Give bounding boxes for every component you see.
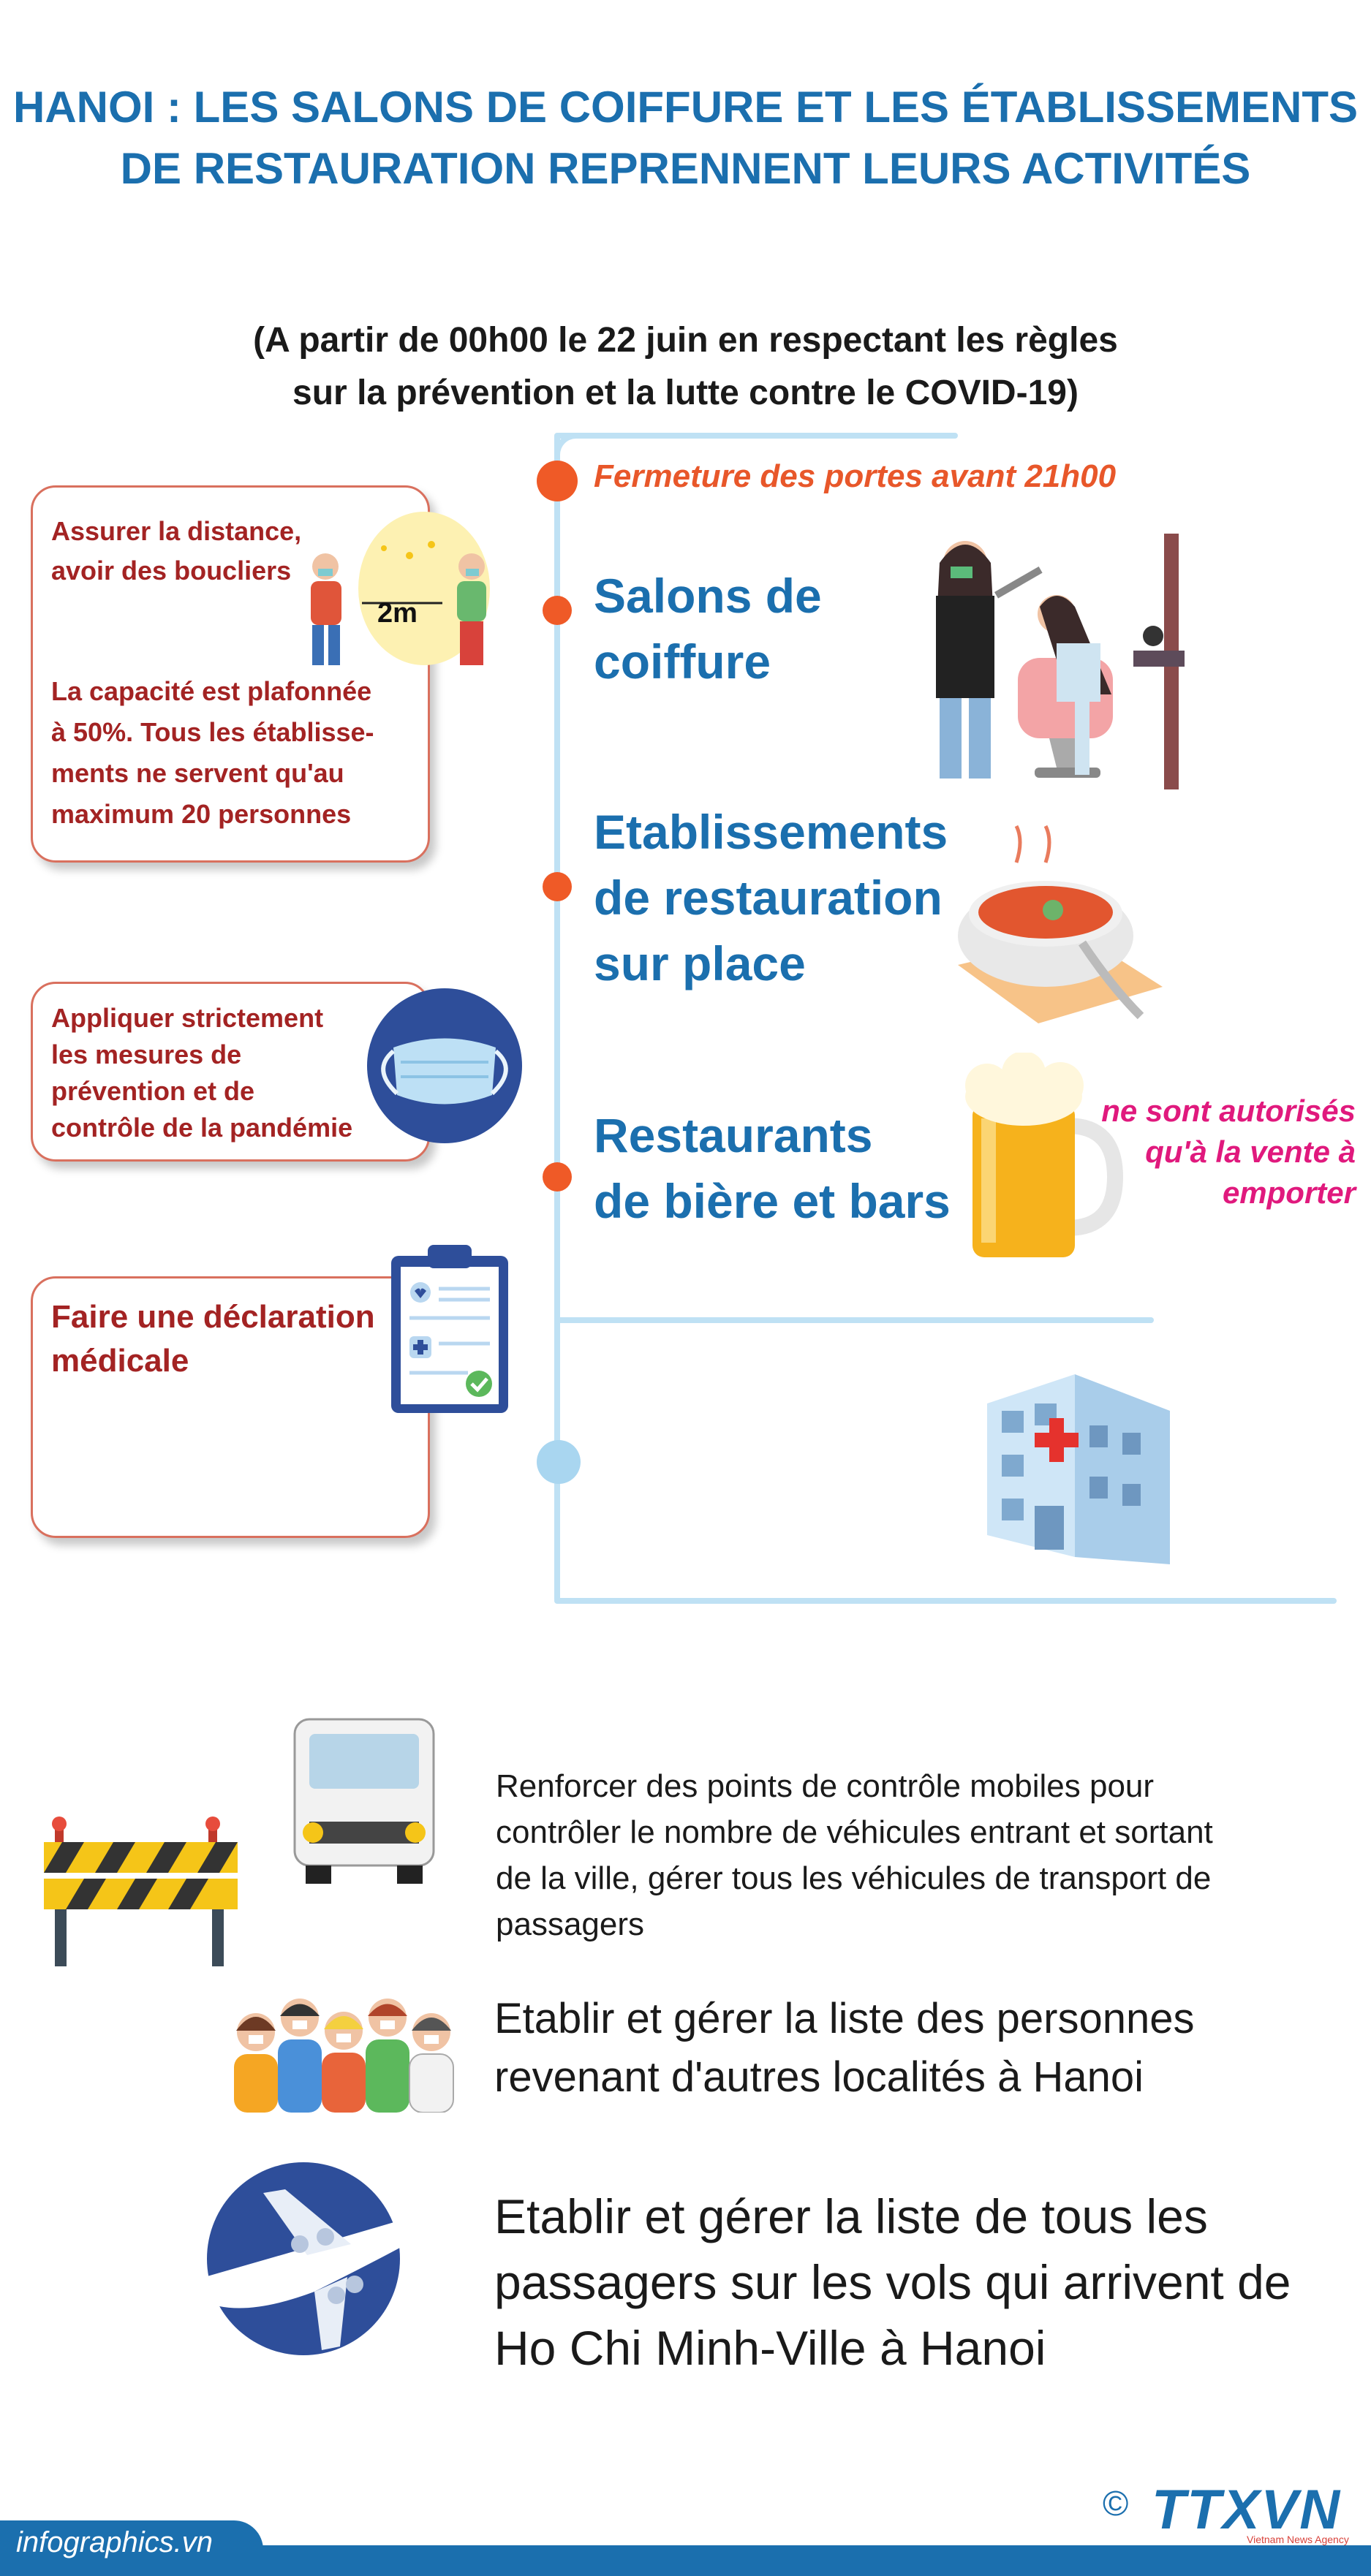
ttxvn-logo: TTXVN xyxy=(1152,2479,1342,2541)
flights-line-3: Ho Chi Minh-Ville à Hanoi xyxy=(494,2321,1046,2375)
checkpoint-line-1: Renforcer des points de contrôle mobiles… xyxy=(496,1768,1155,1804)
footer-site-link[interactable]: infographics.vn xyxy=(16,2526,214,2558)
returnees-line-1: Etablir et gérer la liste des personnes xyxy=(494,1995,1195,2042)
checkpoint-line-3: de la ville, gérer tous les véhicules de… xyxy=(496,1860,1212,1896)
checkpoint-van-icon xyxy=(293,1718,435,1884)
prevention-line-2: les mesures de xyxy=(51,1039,242,1069)
takeaway-line-2: qu'à la vente à xyxy=(1145,1134,1356,1169)
restaurant-label: Etablissements de restauration sur place xyxy=(594,799,948,996)
medical-declaration-card xyxy=(31,1276,430,1538)
bar-line-2: de bière et bars xyxy=(594,1174,951,1228)
declaration-rule-text: Faire une déclaration médicale xyxy=(51,1295,375,1383)
page-title: HANOI : LES SALONS DE COIFFURE ET LES ÉT… xyxy=(0,77,1371,200)
capacity-rule-text: La capacité est plafonnée à 50%. Tous le… xyxy=(51,671,374,835)
capacity-rule-card xyxy=(31,485,430,863)
hair-salon-label: Salons de coiffure xyxy=(594,563,822,694)
road-barrier-icon xyxy=(44,1817,238,1966)
checkpoint-line-2: contrôler le nombre de véhicules entrant… xyxy=(496,1814,1213,1850)
takeaway-line-3: emporter xyxy=(1222,1175,1356,1210)
hospital-icon xyxy=(987,1374,1170,1564)
clipboard-icon xyxy=(391,1245,508,1413)
airplane-icon xyxy=(204,2162,443,2355)
capacity-line-4: maximum 20 personnes xyxy=(51,799,352,829)
declaration-line-2: médicale xyxy=(51,1343,189,1379)
hair-line-1: Salons de xyxy=(594,569,822,623)
flights-line-2: passagers sur les vols qui arrivent de xyxy=(494,2255,1291,2309)
timeline-top-bar xyxy=(556,433,958,439)
title-line-2: DE RESTAURATION REPRENNENT LEURS ACTIVIT… xyxy=(120,144,1251,193)
face-mask-icon xyxy=(367,988,522,1143)
hairdresser-icon xyxy=(936,534,1185,789)
distance-rule-text: Assurer la distance, avoir des boucliers xyxy=(51,512,301,591)
returnees-measure-text: Etablir et gérer la liste des personnes … xyxy=(494,1990,1195,2107)
timeline-top-corner xyxy=(554,433,576,455)
prevention-line-4: contrôle de la pandémie xyxy=(51,1113,353,1143)
footer-tab xyxy=(0,2520,263,2576)
page-subtitle: (A partir de 00h00 le 22 juin en respect… xyxy=(0,314,1371,420)
prevention-rule-text: Appliquer strictement les mesures de pré… xyxy=(51,1000,352,1146)
checkpoint-measure-text: Renforcer des points de contrôle mobiles… xyxy=(496,1763,1213,1947)
people-group-icon xyxy=(234,1999,454,2113)
capacity-line-1: La capacité est plafonnée xyxy=(51,676,372,706)
agency-name: Vietnam News Agency xyxy=(1247,2534,1349,2545)
takeaway-line-1: ne sont autorisés xyxy=(1101,1094,1356,1128)
timeline-dot-restaurant xyxy=(543,872,572,901)
closing-time-label: Fermeture des portes avant 21h00 xyxy=(594,458,1117,494)
prevention-line-1: Appliquer strictement xyxy=(51,1003,324,1033)
timeline-dot-hair xyxy=(543,596,572,625)
timeline-vertical-line xyxy=(554,433,560,1602)
copyright-symbol: © xyxy=(1103,2485,1129,2523)
flights-measure-text: Etablir et gérer la liste de tous les pa… xyxy=(494,2183,1291,2381)
distance-line-2: avoir des boucliers xyxy=(51,556,292,586)
capacity-line-3: ments ne servent qu'au xyxy=(51,758,344,788)
takeaway-note: ne sont autorisés qu'à la vente à emport… xyxy=(1053,1091,1356,1213)
subtitle-line-2: sur la prévention et la lutte contre le … xyxy=(292,374,1079,412)
title-line-1: HANOI : LES SALONS DE COIFFURE ET LES ÉT… xyxy=(13,83,1358,132)
checkpoint-line-4: passagers xyxy=(496,1906,645,1942)
restaurant-line-1: Etablissements xyxy=(594,805,948,859)
declaration-line-1: Faire une déclaration xyxy=(51,1299,375,1335)
bar-line-1: Restaurants xyxy=(594,1108,873,1162)
prevention-rule-card xyxy=(31,982,430,1162)
soup-bowl-icon xyxy=(958,825,1163,1023)
subtitle-line-1: (A partir de 00h00 le 22 juin en respect… xyxy=(253,321,1118,360)
returnees-line-2: revenant d'autres localités à Hanoi xyxy=(494,2053,1144,2101)
social-distance-icon xyxy=(311,541,486,665)
timeline-mid-bar xyxy=(554,1317,1154,1323)
timeline-bottom-bar xyxy=(554,1598,1337,1604)
restaurant-line-2: de restauration xyxy=(594,871,943,925)
bar-label: Restaurants de bière et bars xyxy=(594,1102,951,1234)
beer-mug-icon xyxy=(965,1053,1124,1257)
prevention-line-3: prévention et de xyxy=(51,1076,255,1106)
flights-line-1: Etablir et gérer la liste de tous les xyxy=(494,2189,1208,2243)
distance-label: 2m xyxy=(377,598,418,629)
timeline-dot-medical xyxy=(537,1440,581,1484)
hair-line-2: coiffure xyxy=(594,634,771,689)
timeline-dot-closing xyxy=(537,461,578,501)
capacity-line-2: à 50%. Tous les établisse- xyxy=(51,717,374,747)
restaurant-line-3: sur place xyxy=(594,936,806,990)
timeline-dot-bar xyxy=(543,1162,572,1192)
distance-line-1: Assurer la distance, xyxy=(51,516,302,546)
